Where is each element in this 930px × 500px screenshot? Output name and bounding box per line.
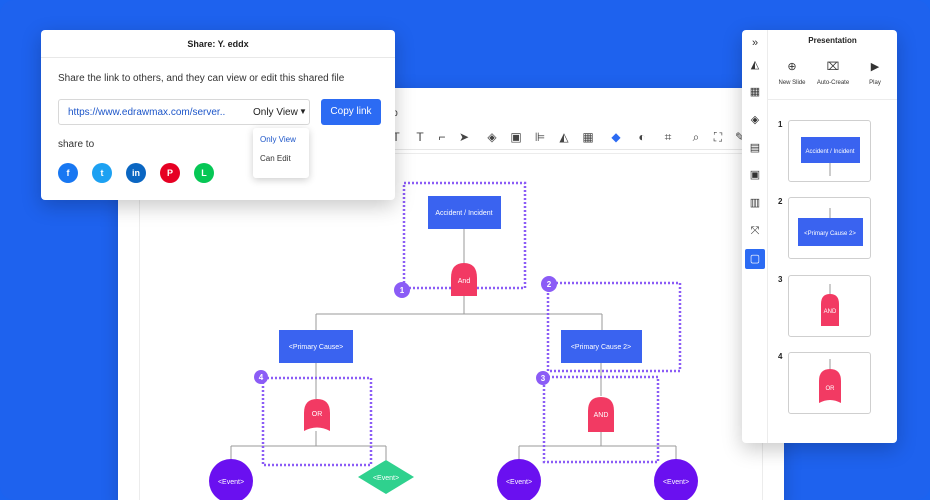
presentation-icon[interactable]: ▢ — [745, 249, 765, 269]
slide-2-label: <Primary Cause 2> — [804, 231, 856, 237]
caret-down-icon[interactable]: ▼ — [299, 107, 307, 116]
panel-title: Presentation — [808, 36, 857, 45]
fill-color-icon[interactable]: ◆ — [611, 130, 621, 144]
layers-icon[interactable]: ◈ — [487, 130, 497, 144]
permission-dropdown: Only View Can Edit — [253, 128, 309, 178]
slide-thumbnail-2[interactable]: <Primary Cause 2> — [788, 197, 871, 259]
share-description: Share the link to others, and they can v… — [58, 73, 345, 84]
flip-icon[interactable]: ◭ — [559, 130, 569, 144]
text-tool-icon[interactable]: T — [392, 130, 400, 144]
play-button[interactable]: ▶ Play — [853, 60, 897, 86]
text-box-icon[interactable]: T — [416, 130, 424, 144]
image-icon[interactable]: ▣ — [749, 169, 761, 181]
shuffle-icon[interactable]: ⤧ — [750, 225, 760, 237]
share-dialog-title: Share: Y. eddx — [41, 30, 395, 58]
page-icon[interactable]: ▤ — [749, 142, 761, 154]
dropdown-option-can-edit[interactable]: Can Edit — [260, 154, 291, 163]
share-to-label: share to — [58, 139, 95, 150]
editor-toolbar: T T ⌐ ➤ ◈ ▣ ⊫ ◭ ▦ ◆ ◐ ⌗ ⌕ ⛶ ✎ — [118, 124, 784, 150]
slide-number: 4 — [778, 352, 783, 361]
auto-create-button[interactable]: ⌧ Auto-Create — [811, 60, 855, 86]
slide-number: 3 — [778, 275, 783, 284]
search-icon[interactable]: ⌕ — [692, 130, 700, 144]
collapse-icon[interactable]: » — [751, 37, 759, 49]
slide-number: 1 — [778, 120, 783, 129]
group-icon[interactable]: ▣ — [510, 130, 522, 144]
pen-icon[interactable]: ✎ — [734, 130, 746, 144]
shadow-icon[interactable]: ◐ — [638, 130, 646, 144]
layers-icon[interactable]: ◈ — [750, 114, 760, 126]
chart-icon[interactable]: ▥ — [749, 197, 761, 209]
slide-number: 2 — [778, 197, 783, 206]
slide-thumbnail-3[interactable]: AND — [788, 275, 871, 337]
twitter-icon[interactable]: t — [92, 163, 112, 183]
slide-4-label: OR — [826, 386, 836, 392]
share-dialog: Share: Y. eddx Share the link to others,… — [41, 30, 395, 200]
slide-3-label: AND — [824, 309, 837, 315]
presentation-panel: » ◭ ▦ ◈ ▤ ▣ ▥ ⤧ ▢ Presentation ⊕ New Sli… — [742, 30, 897, 443]
play-label: Play — [869, 80, 881, 86]
slide-thumbnail-1[interactable]: Accident / Incident — [788, 120, 871, 182]
dropdown-option-only-view[interactable]: Only View — [260, 135, 296, 144]
new-slide-button[interactable]: ⊕ New Slide — [770, 60, 814, 86]
permission-select[interactable]: Only View — [253, 107, 298, 118]
play-icon: ▶ — [870, 61, 880, 73]
share-link-field[interactable]: https://www.edrawmax.com/server.. Only V… — [58, 99, 310, 125]
plus-circle-icon: ⊕ — [787, 61, 797, 73]
crop-icon[interactable]: ⌗ — [664, 130, 672, 144]
facebook-icon[interactable]: f — [58, 163, 78, 183]
auto-create-icon: ⌧ — [826, 61, 840, 73]
image-icon[interactable]: ▦ — [582, 130, 594, 144]
side-icon-bar: » ◭ ▦ ◈ ▤ ▣ ▥ ⤧ ▢ — [742, 30, 768, 443]
copy-link-button[interactable]: Copy link — [321, 99, 381, 125]
grid-icon[interactable]: ▦ — [749, 86, 761, 98]
slide-1-label: Accident / Incident — [805, 149, 854, 155]
pointer-icon[interactable]: ➤ — [458, 130, 470, 144]
paint-bucket-icon[interactable]: ◭ — [750, 59, 760, 71]
share-link-url[interactable]: https://www.edrawmax.com/server.. — [68, 107, 226, 118]
line-icon[interactable]: L — [194, 163, 214, 183]
panel-actions: ⊕ New Slide ⌧ Auto-Create ▶ Play — [768, 52, 897, 100]
fullscreen-icon[interactable]: ⛶ — [713, 130, 723, 144]
slide-thumbnail-4[interactable]: OR — [788, 352, 871, 414]
connector-icon[interactable]: ⌐ — [438, 130, 446, 144]
new-slide-label: New Slide — [778, 80, 806, 86]
drawing-canvas[interactable] — [140, 154, 762, 500]
auto-create-label: Auto-Create — [816, 80, 850, 86]
linkedin-icon[interactable]: in — [126, 163, 146, 183]
align-icon[interactable]: ⊫ — [534, 130, 546, 144]
pinterest-icon[interactable]: P — [160, 163, 180, 183]
